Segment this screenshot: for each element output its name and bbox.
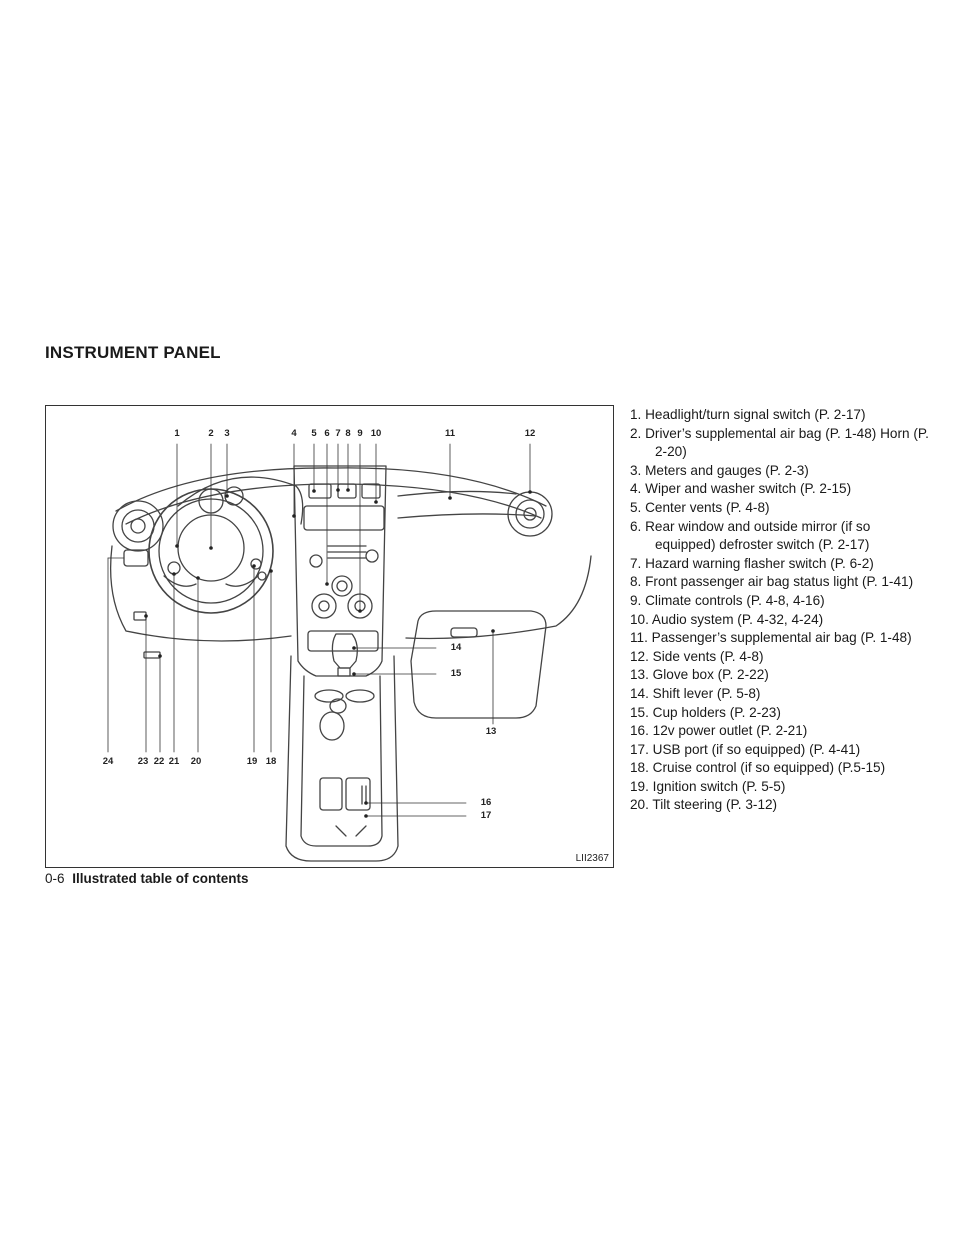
dashboard-illustration — [107, 443, 592, 862]
callout-7: 7 — [335, 428, 341, 439]
callout-6: 6 — [324, 428, 330, 439]
callout-9: 9 — [357, 428, 363, 439]
legend-item: 14. Shift lever (P. 5-8) — [630, 685, 761, 701]
callout-21: 21 — [168, 756, 180, 767]
callout-19: 19 — [246, 756, 258, 767]
legend-item: 13. Glove box (P. 2-22) — [630, 667, 769, 683]
legend-item: 9. Climate controls (P. 4-8, 4-16) — [630, 592, 825, 608]
callout-15: 15 — [450, 668, 462, 679]
page-number: 0-6 — [45, 871, 65, 886]
legend-item: 5. Center vents (P. 4-8) — [630, 499, 770, 515]
callout-3: 3 — [224, 428, 230, 439]
legend-item: 10. Audio system (P. 4-32, 4-24) — [630, 611, 824, 627]
legend-item: 17. USB port (if so equipped) (P. 4-41) — [630, 741, 861, 757]
callout-14: 14 — [450, 642, 462, 653]
callout-8: 8 — [345, 428, 351, 439]
legend-item: 2. Driver’s supplemental air bag (P. 1-4… — [630, 425, 929, 460]
callout-18: 18 — [265, 756, 277, 767]
callout-10: 10 — [370, 428, 382, 439]
callout-17: 17 — [480, 810, 492, 821]
legend-item: 1. Headlight/turn signal switch (P. 2-17… — [630, 407, 866, 422]
legend-item: 18. Cruise control (if so equipped) (P.5… — [630, 760, 886, 776]
legend-item: 20. Tilt steering (P. 3-12) — [630, 797, 778, 813]
legend-item: 7. Hazard warning flasher switch (P. 6-2… — [630, 555, 874, 571]
callout-12: 12 — [524, 428, 536, 439]
callout-20: 20 — [190, 756, 202, 767]
instrument-panel-figure: 1 2 3 4 5 6 7 8 9 10 11 12 13 14 15 16 1… — [45, 405, 614, 868]
callout-13: 13 — [485, 726, 497, 737]
legend-item: 12. Side vents (P. 4-8) — [630, 648, 764, 664]
legend-list: 1. Headlight/turn signal switch (P. 2-17… — [630, 406, 930, 815]
legend-item: 15. Cup holders (P. 2-23) — [630, 704, 781, 720]
callout-1: 1 — [174, 428, 180, 439]
legend-item: 6. Rear window and outside mirror (if so… — [630, 518, 871, 553]
callout-5: 5 — [311, 428, 317, 439]
callout-16: 16 — [480, 797, 492, 808]
callout-11: 11 — [444, 428, 456, 439]
callout-2: 2 — [208, 428, 214, 439]
legend-item: 8. Front passenger air bag status light … — [630, 574, 914, 590]
legend-item: 19. Ignition switch (P. 5-5) — [630, 778, 786, 794]
legend-item: 11. Passenger’s supplemental air bag (P.… — [630, 630, 912, 646]
footer-title: Illustrated table of contents — [72, 871, 249, 886]
legend-item: 3. Meters and gauges (P. 2-3) — [630, 462, 809, 478]
page-footer: 0-6 Illustrated table of contents — [45, 871, 249, 886]
section-title: INSTRUMENT PANEL — [45, 343, 221, 362]
figure-id-label: LII2367 — [575, 853, 609, 864]
callout-4: 4 — [291, 428, 297, 439]
legend-item: 16. 12v power outlet (P. 2-21) — [630, 723, 808, 739]
callout-23: 23 — [137, 756, 149, 767]
callout-24: 24 — [102, 756, 114, 767]
legend-item: 4. Wiper and washer switch (P. 2-15) — [630, 481, 852, 497]
callout-22: 22 — [153, 756, 165, 767]
